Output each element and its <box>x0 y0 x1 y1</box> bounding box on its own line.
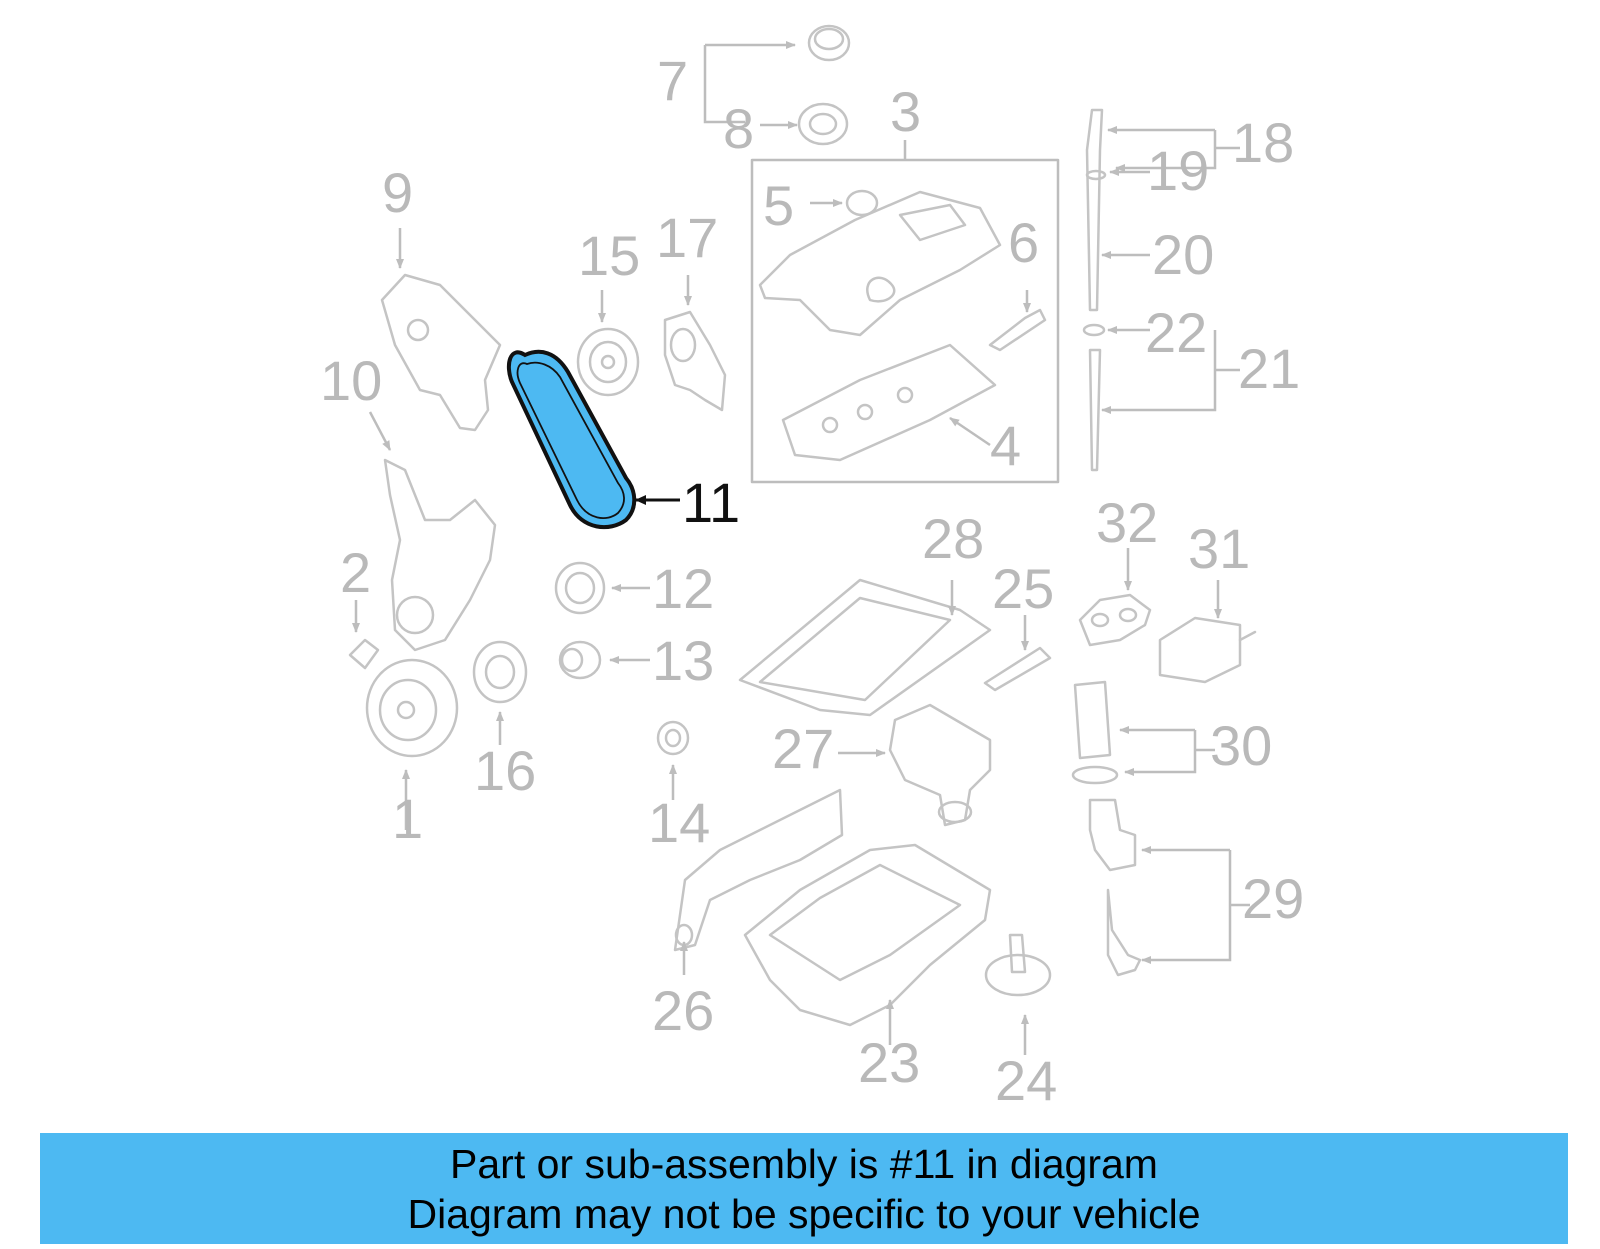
callout-16: 16 <box>474 739 536 802</box>
oil-cooler-gasket <box>1078 593 1152 647</box>
sensor-plug <box>988 308 1047 352</box>
callout-3: 3 <box>890 80 921 143</box>
callout-25: 25 <box>992 557 1054 620</box>
tensioner-bracket <box>663 310 727 412</box>
callout-6: 6 <box>1008 211 1039 274</box>
callout-22: 22 <box>1145 301 1207 364</box>
bolt <box>348 638 380 670</box>
callout-24: 24 <box>995 1049 1057 1112</box>
banner-line-part: Part or sub-assembly is #11 in diagram <box>450 1140 1158 1187</box>
callout-26: 26 <box>652 979 714 1042</box>
callout-4: 4 <box>990 414 1021 477</box>
callout-9: 9 <box>382 161 413 224</box>
cover-seal <box>845 189 879 217</box>
cap-seal <box>797 102 849 146</box>
callout-13: 13 <box>652 629 714 692</box>
oil-pump <box>888 703 992 827</box>
oil-pickup-tube <box>984 933 1052 997</box>
oil-pan-baffle <box>738 578 992 717</box>
banner-line-disclaimer: Diagram may not be specific to your vehi… <box>407 1190 1201 1237</box>
callout-27: 27 <box>772 717 834 780</box>
crankshaft-pulley <box>365 658 459 758</box>
spacer-bushing <box>656 720 690 756</box>
timing-belt <box>506 349 637 529</box>
valve-cover <box>758 190 1002 337</box>
tensioner-pulley <box>554 561 606 615</box>
callout-5: 5 <box>763 174 794 237</box>
oil-pan <box>743 843 992 1027</box>
camshaft-sprocket <box>472 640 528 704</box>
callout-18: 18 <box>1232 111 1294 174</box>
lower-timing-cover <box>383 458 497 652</box>
callout-7: 7 <box>657 49 688 112</box>
callout-14: 14 <box>648 791 710 854</box>
callout-21: 21 <box>1238 337 1300 400</box>
callout-31: 31 <box>1188 517 1250 580</box>
callout-15: 15 <box>578 224 640 287</box>
callout-12: 12 <box>652 557 714 620</box>
callout-30: 30 <box>1210 714 1272 777</box>
callout-32: 32 <box>1096 491 1158 554</box>
callout-1: 1 <box>392 787 423 850</box>
valve-cover-gasket <box>781 343 997 462</box>
callout-19: 19 <box>1147 139 1209 202</box>
callout-2: 2 <box>340 541 371 604</box>
seal-strip <box>983 646 1052 692</box>
oil-filler-cap <box>807 24 851 62</box>
callout-10: 10 <box>320 349 382 412</box>
oil-filter <box>1071 680 1119 785</box>
callout-11: 11 <box>682 471 740 534</box>
info-banner: Part or sub-assembly is #11 in diagram D… <box>40 1133 1568 1244</box>
callout-29: 29 <box>1242 867 1304 930</box>
callout-23: 23 <box>858 1031 920 1094</box>
callout-28: 28 <box>922 507 984 570</box>
dipstick <box>1082 108 1107 472</box>
guide-roller <box>558 640 602 680</box>
callout-20: 20 <box>1152 223 1214 286</box>
upper-timing-cover <box>380 273 502 432</box>
oil-cooler <box>1158 616 1257 684</box>
oil-level-sensor <box>1088 798 1142 977</box>
callout-8: 8 <box>723 97 754 160</box>
callout-17: 17 <box>656 206 718 269</box>
idler-pulley <box>576 327 640 397</box>
